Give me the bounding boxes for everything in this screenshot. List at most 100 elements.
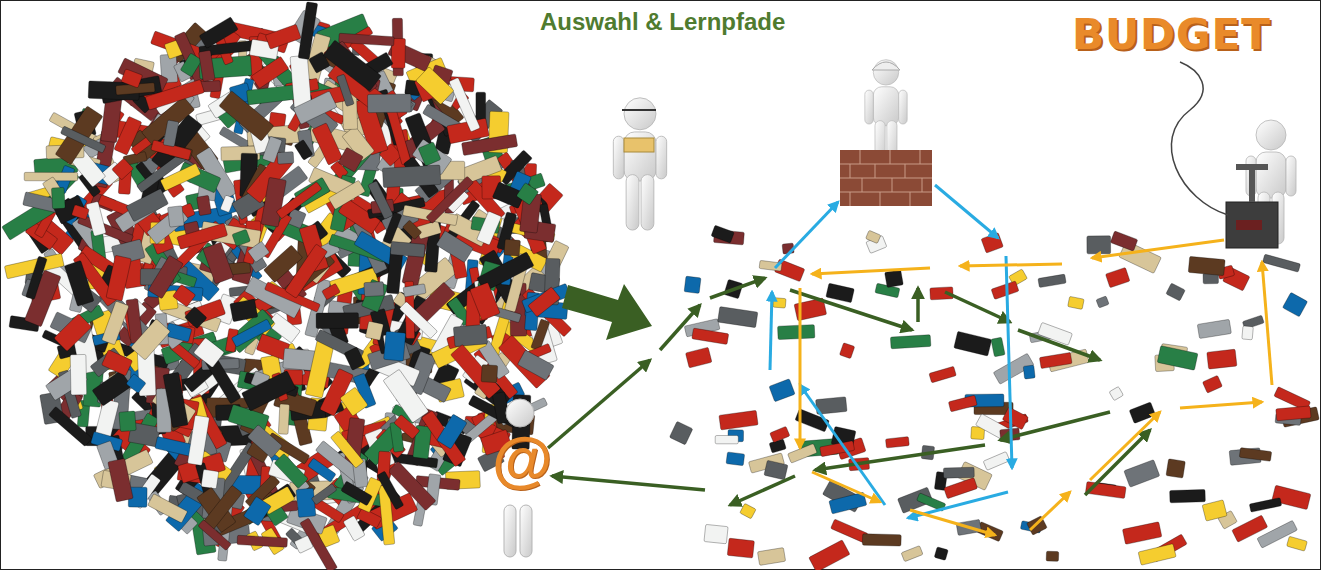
lego-brick (437, 414, 467, 449)
lego-brick (387, 108, 412, 165)
lego-brick (383, 369, 429, 423)
lego-brick (901, 546, 923, 562)
lego-brick (1124, 460, 1160, 488)
at-symbol: @ (492, 428, 552, 490)
lego-brick (382, 165, 440, 188)
lego-brick (54, 314, 92, 352)
lego-brick (394, 415, 420, 440)
lego-brick (1287, 536, 1308, 551)
lego-brick (770, 426, 790, 442)
lego-brick (108, 458, 133, 502)
lego-brick (470, 282, 500, 320)
lego-brick (757, 548, 785, 566)
lego-brick (293, 91, 337, 124)
lego-brick (296, 488, 316, 517)
lego-brick (367, 94, 411, 113)
lego-brick (826, 283, 854, 303)
lego-brick (126, 189, 169, 222)
lego-brick (277, 152, 294, 165)
lego-brick (248, 241, 270, 262)
lego-brick (323, 40, 382, 91)
lego-brick (719, 410, 758, 430)
lego-brick (517, 350, 554, 380)
lego-brick (163, 120, 179, 147)
lego-brick (121, 69, 143, 88)
lego-brick (148, 494, 188, 523)
lego-brick (322, 283, 341, 299)
lego-brick (337, 74, 355, 106)
lego-brick (126, 374, 146, 394)
lego-brick (243, 496, 271, 525)
lego-brick (685, 347, 711, 368)
lego-brick (1027, 516, 1048, 535)
lego-brick (131, 319, 171, 360)
lego-brick (417, 221, 442, 240)
lego-brick (740, 503, 756, 519)
lego-brick (983, 452, 1010, 471)
lego-brick (199, 17, 238, 49)
lego-brick (528, 287, 561, 317)
lego-brick (148, 255, 183, 298)
lego-brick (948, 395, 977, 412)
lego-brick (1023, 365, 1035, 379)
lego-brick (230, 299, 258, 322)
lego-brick (274, 454, 308, 489)
lego-brick (343, 515, 365, 541)
lego-brick (1122, 522, 1161, 545)
lego-brick (403, 284, 426, 297)
lego-brick (180, 53, 202, 77)
lego-brick (1207, 349, 1237, 369)
lego-brick (237, 535, 288, 547)
lego-brick (1170, 489, 1206, 502)
lego-brick (92, 371, 131, 406)
lego-brick (764, 460, 788, 480)
lego-brick (365, 321, 383, 340)
lego-brick (312, 123, 343, 165)
lego-brick (991, 337, 1005, 357)
lego-brick (788, 443, 818, 463)
lego-brick (231, 319, 272, 347)
lego-brick (251, 56, 289, 88)
lego-brick (285, 244, 328, 298)
lego-brick (1068, 296, 1085, 309)
lego-brick (839, 343, 854, 359)
lego-brick (1239, 448, 1271, 462)
lego-brick (769, 379, 795, 402)
lego-brick (232, 229, 250, 246)
lego-brick (504, 239, 521, 256)
lego-brick (727, 538, 754, 558)
lego-brick (416, 67, 454, 105)
lego-brick (340, 387, 368, 416)
lego-brick (1039, 352, 1072, 368)
lego-brick (684, 276, 701, 293)
lego-brick (86, 201, 106, 236)
lego-brick (1188, 256, 1225, 275)
lego-brick (60, 126, 106, 153)
lego-brick (26, 256, 47, 299)
lego-brick (943, 467, 974, 478)
lego-brick (364, 282, 384, 297)
lego-brick (390, 241, 425, 257)
lego-brick (726, 452, 745, 466)
lego-brick (330, 431, 363, 468)
lego-brick (311, 483, 337, 505)
lego-brick (1138, 544, 1176, 566)
lego-brick (247, 425, 282, 459)
lego-brick (377, 471, 404, 510)
lego-brick (361, 279, 388, 312)
lego-brick (991, 281, 1019, 300)
lego-brick (1096, 296, 1109, 308)
lego-brick (276, 182, 322, 219)
lego-brick (71, 205, 89, 220)
lego-brick (344, 347, 365, 370)
lego-brick (1249, 498, 1281, 513)
lego-brick (1282, 292, 1307, 316)
lego-brick (704, 524, 728, 543)
lego-brick (102, 301, 129, 345)
lego-brick (51, 187, 65, 209)
lego-brick (1157, 346, 1198, 371)
lego-brick (669, 421, 692, 444)
lego-brick (70, 354, 87, 395)
